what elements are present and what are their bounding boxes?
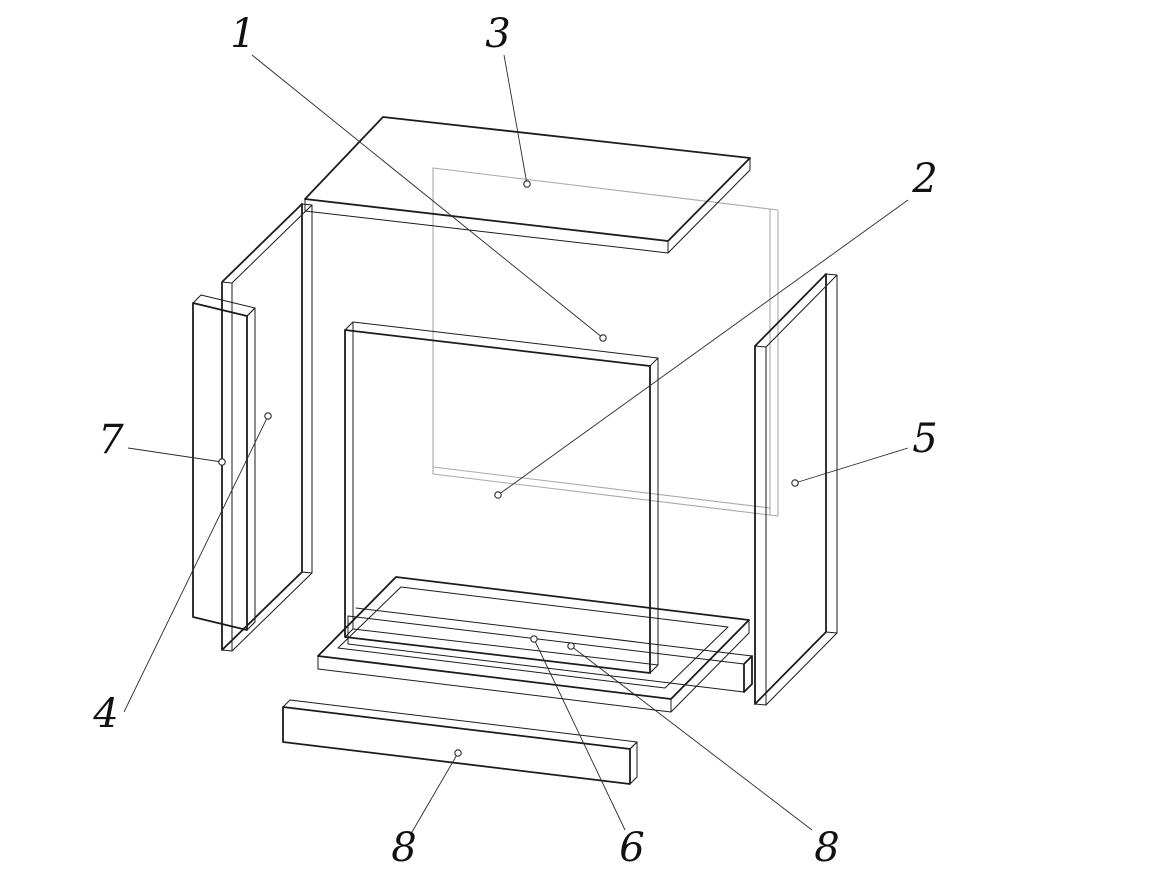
back-panel-edge-bottom: [432, 466, 771, 509]
callout-label-4: 4: [92, 691, 118, 737]
callouts: 1 3 2 7 5: [92, 11, 937, 871]
top-panel-right-thickness: [667, 157, 751, 254]
front-panel-connectors: [344, 321, 659, 674]
top-panel-front-thickness: [304, 198, 669, 254]
leader-dot: [567, 642, 575, 650]
callout-label-6: 6: [619, 825, 644, 871]
part-right-panel: [754, 273, 838, 706]
part-front-panel: [344, 321, 659, 674]
bottom-panel-right-thickness: [670, 619, 750, 713]
callout-label-1: 1: [230, 11, 255, 57]
callout-part-4: 4: [92, 412, 272, 737]
callout-part-2: 2: [494, 156, 938, 499]
callout-part-8-rail: 8: [567, 642, 840, 871]
leader-dot: [218, 458, 226, 466]
callout-label-8-front: 8: [391, 825, 416, 871]
callout-part-1: 1: [230, 11, 607, 342]
leader-dot: [454, 749, 462, 757]
leader-dot: [523, 180, 531, 188]
left-inner-panel-face: [221, 203, 303, 651]
leader-line: [503, 54, 528, 185]
part-bottom-rail: [347, 607, 753, 693]
leader-line: [497, 199, 909, 496]
callout-part-8-front: 8: [391, 749, 462, 871]
bottom-rail-back-edge: [355, 607, 753, 657]
leader-line: [251, 54, 604, 339]
leader-line: [533, 638, 626, 831]
back-panel-outline: [432, 167, 779, 517]
left-inner-panel-far-face: [231, 204, 313, 652]
callout-part-6: 6: [530, 635, 645, 871]
leader-line: [794, 447, 909, 484]
bottom-rail-bottom-edge: [347, 643, 745, 693]
part-front-rail-detached: [282, 699, 638, 785]
part-bottom-panel: [317, 576, 750, 713]
leader-line: [570, 645, 813, 831]
front-rail-top-face: [282, 699, 638, 750]
leader-dot: [599, 334, 607, 342]
callout-label-8-rail: 8: [814, 825, 839, 871]
leader-dot: [264, 412, 272, 420]
part-left-outer-strip: [192, 294, 256, 631]
right-panel-connectors: [754, 273, 838, 706]
leader-line: [123, 415, 269, 713]
callout-part-7: 7: [98, 417, 226, 466]
bottom-panel-inner-border: [337, 586, 729, 689]
callout-part-5: 5: [791, 416, 938, 487]
front-rail-end-face: [629, 741, 638, 785]
part-left-inner-panel: [221, 203, 313, 652]
callout-label-2: 2: [911, 156, 937, 202]
front-rail-face: [282, 706, 631, 785]
leader-line: [127, 447, 223, 463]
part-top-panel: [304, 116, 751, 254]
left-strip-face: [192, 302, 248, 631]
callout-label-7: 7: [98, 417, 124, 463]
bottom-rail-top-edge: [347, 615, 745, 665]
leader-dot: [530, 635, 538, 643]
leader-line: [411, 752, 459, 833]
bottom-panel-front-thickness: [317, 655, 672, 713]
callout-part-3: 3: [485, 11, 531, 188]
part-back-panel: [432, 167, 779, 517]
left-strip-top-face: [192, 294, 256, 317]
left-inner-panel-connectors: [221, 203, 313, 652]
callout-label-3: 3: [485, 11, 510, 57]
leader-dot: [791, 479, 799, 487]
bottom-rail-right-end-face: [743, 655, 753, 693]
callout-label-5: 5: [912, 416, 937, 462]
leader-dot: [494, 491, 502, 499]
left-strip-side-face: [246, 307, 256, 631]
